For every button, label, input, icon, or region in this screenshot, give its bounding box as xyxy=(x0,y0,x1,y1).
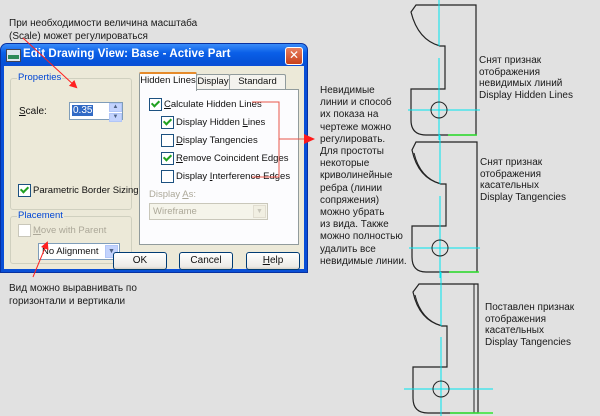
view1-annotation: Снят признак отображения невидимых линий… xyxy=(479,55,573,101)
help-key: H xyxy=(262,255,270,266)
opt1-pre: Display Hidden xyxy=(176,117,243,128)
view1-hole xyxy=(430,101,448,119)
calculate-hidden-lines-checkbox[interactable] xyxy=(149,98,162,111)
display-interference-edges-checkbox[interactable] xyxy=(161,170,174,183)
opt1-post: ines xyxy=(247,117,266,128)
view2-hole xyxy=(431,239,449,257)
scale-annotation: При необходимости величина масштаба (Sca… xyxy=(9,18,198,42)
dialog-client: Properties Scale: 0.35 ▲ ▼ Parametric Bo… xyxy=(4,66,304,270)
ok-button[interactable]: OK xyxy=(113,252,167,270)
display-as-value: Wireframe xyxy=(153,206,197,217)
view3-outline xyxy=(412,283,479,414)
calculate-hidden-lines-label: Calculate Hidden Lines xyxy=(164,99,262,110)
view3-tangent-arc xyxy=(414,294,443,327)
opt4-pre: Display xyxy=(176,171,210,182)
help-button[interactable]: Help xyxy=(246,252,300,270)
hidden-lines-annotation: Невидимые линии и способ их показа на че… xyxy=(320,85,407,267)
opt2-post: isplay Tangencies xyxy=(182,135,258,146)
display-tangencies-label: Display Tangencies xyxy=(176,135,258,146)
display-hidden-lines-label: Display Hidden Lines xyxy=(176,117,265,128)
display-as-post: s: xyxy=(188,189,196,200)
opt3-key: R xyxy=(176,153,183,164)
view3-annotation: Поставлен признак отображения касательны… xyxy=(485,302,575,348)
scale-label-key: S xyxy=(19,106,26,117)
parametric-border-sizing-checkbox[interactable] xyxy=(18,184,31,197)
tab-hidden-lines[interactable]: Hidden Lines xyxy=(139,72,197,91)
drawing-view-1 xyxy=(408,0,480,140)
move-with-parent-rest: ove with Parent xyxy=(40,225,107,236)
cancel-button[interactable]: Cancel xyxy=(179,252,233,270)
alignment-annotation: Вид можно выравнивать по горизонтали и в… xyxy=(9,283,137,307)
opt4-key: I xyxy=(209,171,213,182)
chevron-down-icon[interactable]: ▼ xyxy=(253,205,266,218)
placement-group-label: Placement xyxy=(17,210,64,221)
move-with-parent-key: M xyxy=(33,225,41,236)
hidden-lines-panel: Calculate Hidden Lines Display Hidden Li… xyxy=(139,89,299,245)
edit-drawing-view-dialog: Edit Drawing View: Base - Active Part ✕ … xyxy=(1,44,307,272)
scale-label-rest: cale: xyxy=(25,106,47,117)
scale-arrow xyxy=(22,37,78,89)
scale-label: Scale: xyxy=(19,106,47,117)
display-as-label: Display As: xyxy=(149,189,196,200)
drawing-view-icon xyxy=(6,49,21,62)
parametric-border-sizing-label: Parametric Border Sizing xyxy=(33,185,139,196)
scale-spin-buttons: ▲ ▼ xyxy=(109,103,122,122)
spin-down-icon[interactable]: ▼ xyxy=(109,113,122,122)
dialog-title: Edit Drawing View: Base - Active Part xyxy=(23,48,231,60)
alignment-value: No Alignment xyxy=(42,246,99,257)
close-button[interactable]: ✕ xyxy=(285,47,303,65)
opt0-post: alculate Hidden Lines xyxy=(170,99,262,110)
view2-annotation: Снят признак отображения касательных Dis… xyxy=(480,157,566,203)
placement-group: Placement Move with Parent No Alignment … xyxy=(10,210,132,264)
display-interference-edges-label: Display Interference Edges xyxy=(176,171,290,182)
display-hidden-lines-checkbox[interactable] xyxy=(161,116,174,129)
drawing-view-3 xyxy=(404,272,493,416)
view2-outline xyxy=(411,141,478,273)
dialog-titlebar[interactable]: Edit Drawing View: Base - Active Part ✕ xyxy=(1,44,307,66)
alignment-arrow xyxy=(32,241,49,278)
options-bracket xyxy=(252,101,280,178)
opt3-post: emove Coincident Edges xyxy=(182,153,289,164)
display-tangencies-checkbox[interactable] xyxy=(161,134,174,147)
opt1-key: L xyxy=(242,117,248,128)
view2-tangent-arc xyxy=(413,152,442,185)
properties-group: Properties Scale: 0.35 ▲ ▼ Parametric Bo… xyxy=(10,72,139,210)
remove-coincident-edges-checkbox[interactable] xyxy=(161,152,174,165)
spin-up-icon[interactable]: ▲ xyxy=(109,103,122,112)
properties-group-label: Properties xyxy=(17,72,63,83)
opt2-key: D xyxy=(176,135,183,146)
remove-coincident-edges-label: Remove Coincident Edges xyxy=(176,153,289,164)
bracket-arrowhead-icon xyxy=(304,134,315,144)
move-with-parent-label: Move with Parent xyxy=(33,225,106,236)
display-as-dropdown[interactable]: Wireframe ▼ xyxy=(149,203,268,220)
help-rest: elp xyxy=(269,255,284,266)
scale-spinbox[interactable]: 0.35 ▲ ▼ xyxy=(69,102,123,122)
scale-input[interactable]: 0.35 xyxy=(72,105,94,116)
display-as-key: A xyxy=(182,189,189,200)
alignment-dropdown[interactable]: No Alignment ▼ xyxy=(38,243,120,260)
move-with-parent-checkbox[interactable] xyxy=(18,224,31,237)
opt0-key: C xyxy=(164,99,171,110)
drawing-view-2 xyxy=(409,135,480,278)
opt4-post: nterference Edges xyxy=(212,171,291,182)
view1-outline xyxy=(410,4,477,136)
display-as-pre: Display xyxy=(149,189,183,200)
view3-hole xyxy=(432,380,450,398)
